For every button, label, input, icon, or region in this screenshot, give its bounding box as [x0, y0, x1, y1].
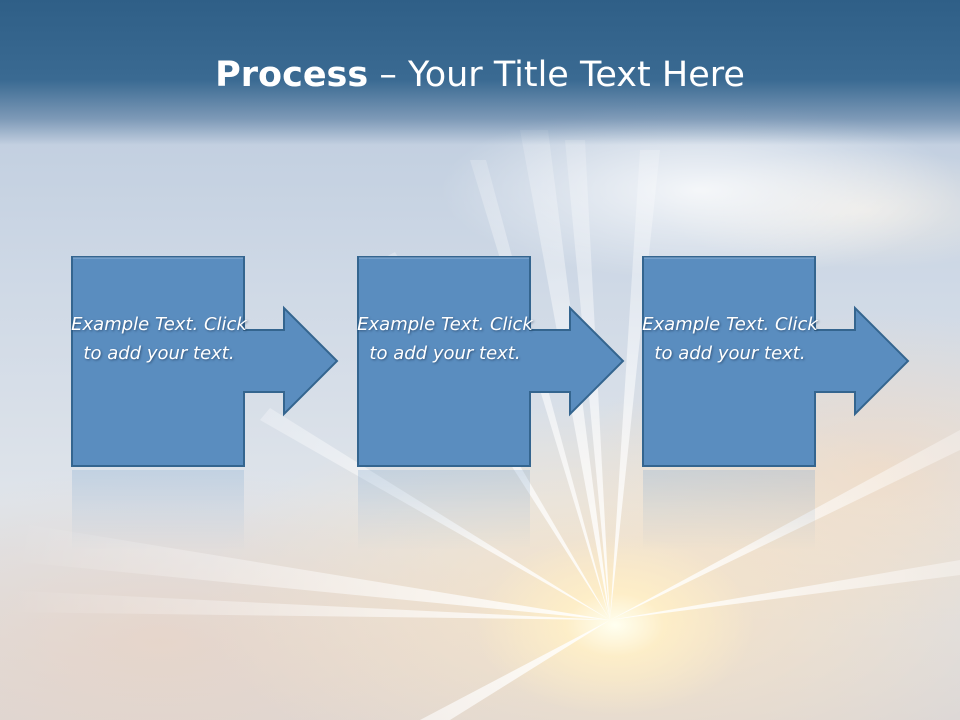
step-arrow-shape: [642, 256, 910, 467]
title-text: Your Title Text Here: [407, 55, 745, 95]
process-step-2[interactable]: Example Text. Click to add your text.: [357, 256, 627, 468]
step-reflection: [642, 470, 912, 550]
step-arrow-shape: [71, 256, 339, 467]
slide-title[interactable]: Process – Your Title Text Here: [0, 50, 960, 100]
step-text[interactable]: Example Text. Click to add your text.: [357, 314, 533, 364]
title-bold-text: Process: [215, 55, 369, 95]
process-step-3[interactable]: Example Text. Click to add your text.: [642, 256, 912, 468]
step-text[interactable]: Example Text. Click to add your text.: [642, 314, 818, 364]
step-arrow-shape: [357, 256, 625, 467]
step-reflection: [71, 470, 341, 550]
process-step-1[interactable]: Example Text. Click to add your text.: [71, 256, 341, 468]
step-text[interactable]: Example Text. Click to add your text.: [71, 314, 247, 364]
title-separator: –: [368, 55, 408, 95]
header-band: [0, 0, 960, 145]
step-reflection: [357, 470, 627, 550]
